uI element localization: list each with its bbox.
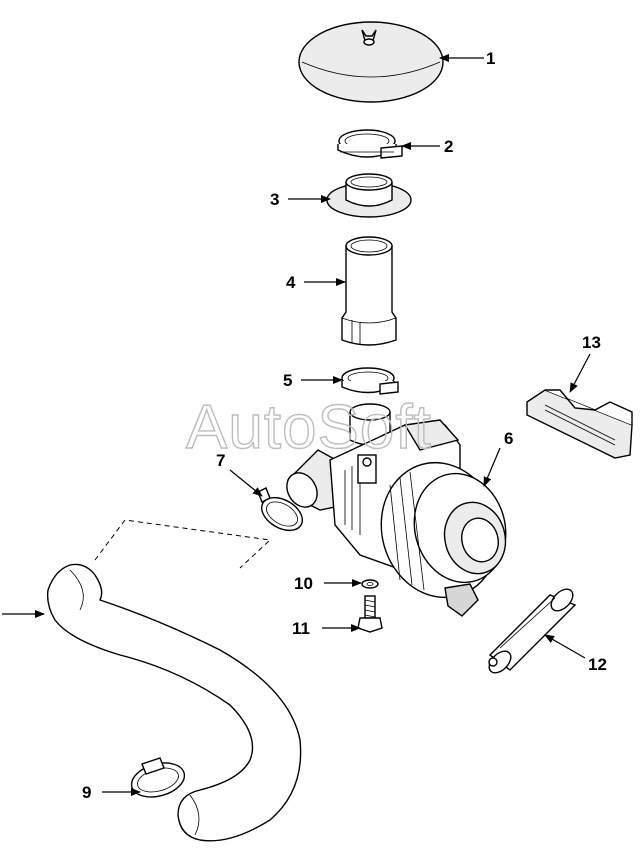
callout-5: 5: [283, 371, 292, 390]
leader-13: [569, 353, 591, 393]
part-2-clamp: [337, 129, 403, 159]
part-9-clamp: [130, 757, 186, 798]
callout-12: 12: [588, 655, 607, 674]
part-4-pipe: [341, 236, 397, 346]
part-1-cover: [298, 21, 444, 103]
leader-7: [229, 469, 263, 497]
callout-11: 11: [292, 619, 310, 638]
part-10-washer: [361, 579, 379, 589]
callout-9: 9: [82, 783, 91, 802]
callout-7: 7: [216, 451, 225, 470]
callout-6: 6: [504, 429, 513, 448]
watermark-text: AutoSoft: [186, 393, 432, 462]
callout-10: 10: [294, 574, 313, 593]
callout-1: 1: [486, 49, 495, 68]
callout-13: 13: [582, 333, 601, 352]
part-6-air-cleaner: [286, 403, 507, 617]
part-11-bolt: [357, 595, 383, 633]
callout-4: 4: [286, 273, 296, 292]
part-3-flange-tube: [326, 173, 412, 218]
hose: [46, 519, 302, 842]
leader-6: [483, 447, 501, 487]
part-7-clamp: [257, 487, 303, 532]
part-13-bracket: [526, 389, 633, 459]
part-12-strip: [488, 588, 577, 674]
leader-12: [544, 634, 586, 659]
callout-3: 3: [270, 190, 279, 209]
callout-2: 2: [444, 137, 453, 156]
part-5-clamp: [341, 367, 399, 395]
